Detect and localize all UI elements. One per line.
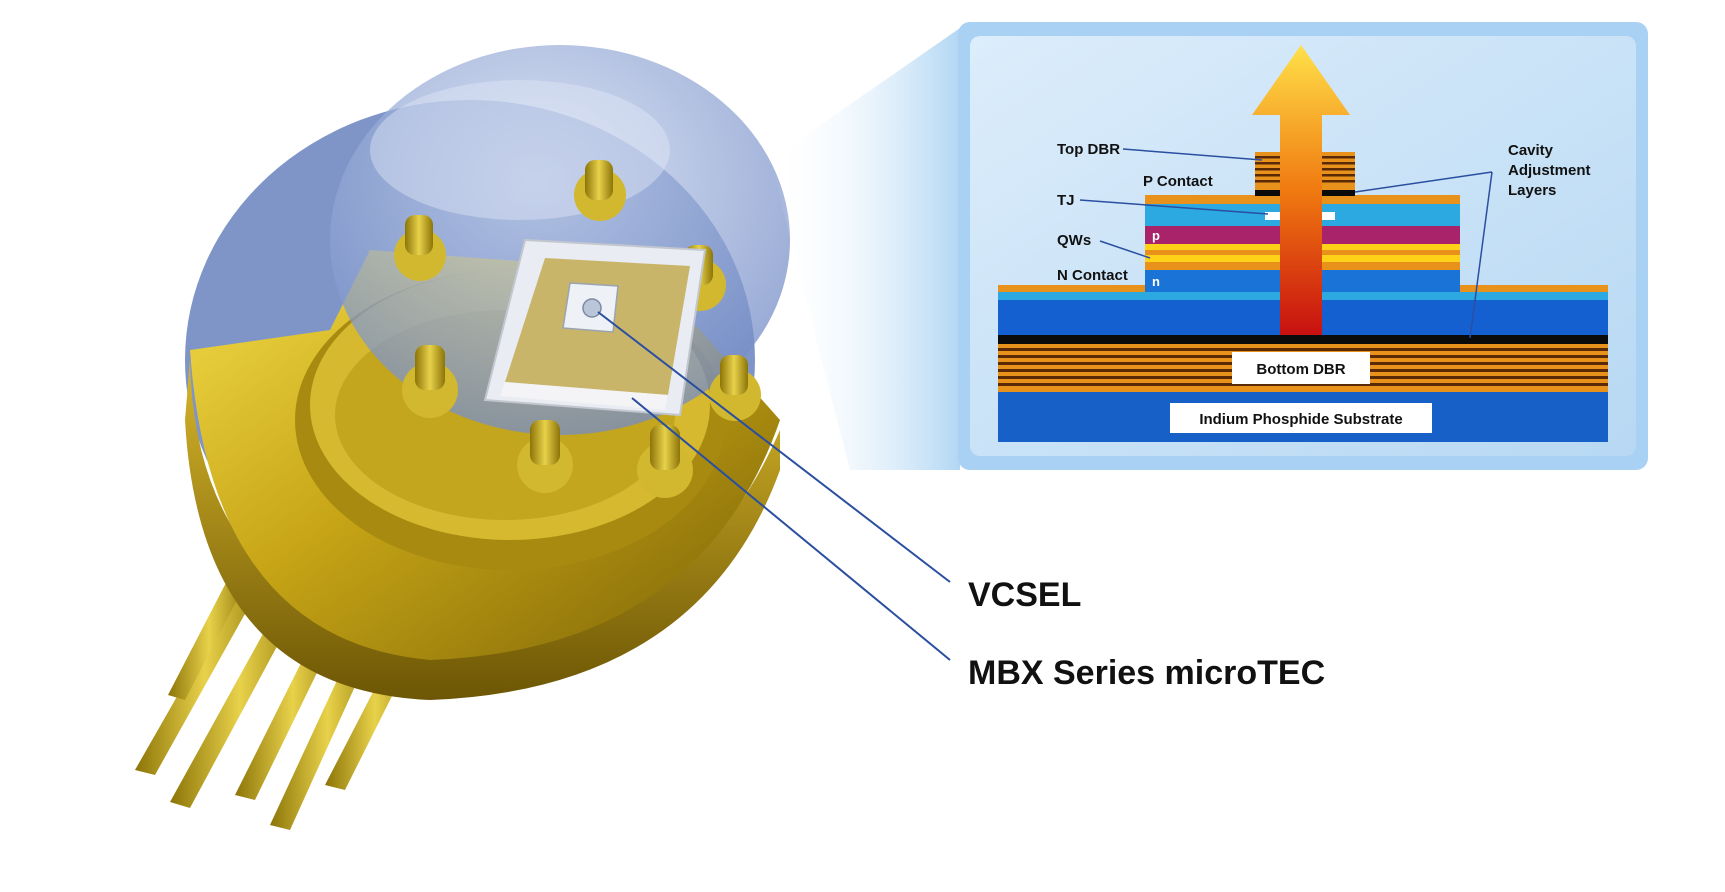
microtec-label: MBX Series microTEC: [968, 654, 1325, 692]
gold-header: [185, 360, 780, 700]
tj-label: TJ: [1057, 192, 1075, 209]
bottom-dbr-label: Bottom DBR: [1256, 361, 1345, 378]
substrate-label: Indium Phosphide Substrate: [1199, 411, 1402, 428]
p-layer-letter: p: [1152, 228, 1160, 243]
zoom-wedge: [770, 28, 960, 470]
inset-leaders: [1079, 148, 1493, 339]
microtec-leader: [631, 397, 951, 661]
vcsel-chip: [562, 282, 619, 333]
top-dbr-label: Top DBR: [1057, 141, 1120, 158]
cavity-label-line1: Cavity: [1508, 142, 1554, 159]
substrate-label-box: [1170, 403, 1432, 433]
vcsel-leader: [597, 311, 951, 583]
vcsel-cross-section-inset: Indium Phosphide Substrate Bottom DBR n …: [958, 22, 1648, 470]
cavity-label-line2: Adjustment: [1508, 162, 1591, 179]
cavity-label-line3: Layers: [1508, 182, 1556, 199]
n-contact-label: N Contact: [1057, 267, 1128, 284]
p-contact-label: P Contact: [1143, 173, 1213, 190]
bottom-dbr-label-box: [1232, 352, 1370, 384]
vcsel-label: VCSEL: [968, 576, 1081, 614]
qws-label: QWs: [1057, 232, 1091, 249]
header-posts: [394, 160, 761, 498]
n-layer-letter: n: [1152, 274, 1160, 289]
emission-arrow: [1252, 45, 1350, 335]
